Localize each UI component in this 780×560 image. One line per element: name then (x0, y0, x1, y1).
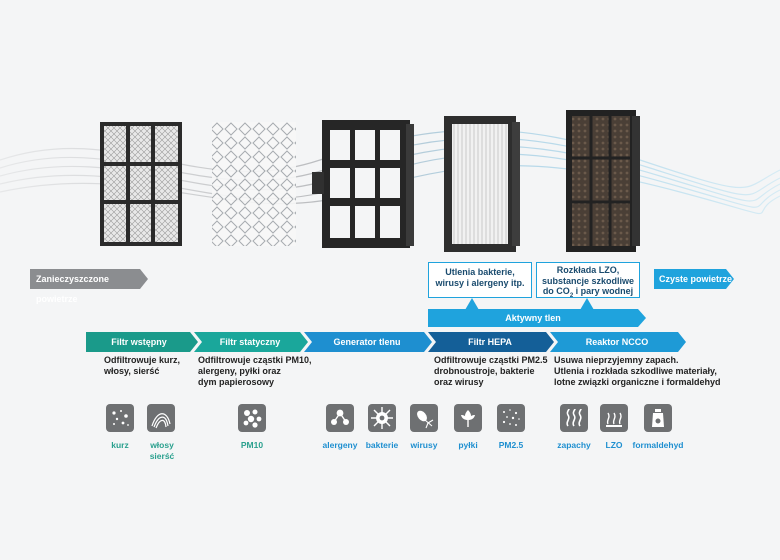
allergen-icon (326, 404, 354, 432)
stage-bar: Filtr wstępny Filtr statyczny Generator … (86, 332, 686, 352)
clean-air-label: Czyste powietrze (659, 274, 733, 284)
hepa-filter-image (444, 116, 520, 252)
desc-line: oraz wirusy (434, 377, 484, 387)
fine-particles-icon (497, 404, 525, 432)
desc-line: Usuwa nieprzyjemny zapach. (554, 355, 679, 365)
desc-line: dym papierosowy (198, 377, 275, 387)
co2-subscript: 2 (569, 292, 574, 299)
icon-label-pm25: PM2.5 (498, 440, 524, 450)
formaldehyde-icon (644, 404, 672, 432)
odor-icon (560, 404, 588, 432)
icon-label-alergeny: alergeny (322, 440, 358, 450)
hepa-oxidation-note: Utlenia bakterie, wirusy i alergeny itp. (428, 262, 532, 298)
desc-line: lotne związki organiczne i formaldehyd (554, 377, 721, 387)
dust-icon (106, 404, 134, 432)
virus-icon (410, 404, 438, 432)
hepa-oxidation-text: Utlenia bakterie, wirusy i alergeny itp. (435, 267, 525, 288)
stage-label-ncco: Reaktor NCCO (585, 337, 649, 347)
active-oxygen-arrow: Aktywny tlen (428, 309, 646, 327)
ncco-note-line3: do CO2 i pary wodnej (541, 286, 635, 301)
ncco-note-line3-post: i pary wodnej (573, 286, 634, 296)
pre-filter-image (100, 122, 182, 246)
desc-line: drobnoustroje, bakterie (434, 366, 535, 376)
active-oxygen-pointer-icon (580, 298, 594, 310)
filter-stack-illustration (0, 110, 780, 252)
active-oxygen-label: Aktywny tlen (505, 313, 561, 323)
stage-label-static-filter: Filtr statyczny (219, 337, 281, 347)
icon-label-wlosy-siersc: włosy sierść (149, 440, 175, 461)
icon-label-lzo: LZO (605, 440, 623, 450)
voc-icon (600, 404, 628, 432)
ncco-reactor-image (566, 110, 640, 252)
icon-label-formaldehyd: formaldehyd (632, 440, 684, 450)
icon-label-wirusy: wirusy (410, 440, 438, 450)
stage-desc-hepa: Odfiltrowuje cząstki PM2.5 drobnoustroje… (434, 355, 548, 388)
oxygen-generator-image (312, 120, 414, 248)
ncco-decomposition-note: Rozkłada LZO, substancje szkodliwe do CO… (536, 262, 640, 301)
particles-icon (238, 404, 266, 432)
active-oxygen-pointer-icon (465, 298, 479, 310)
icon-label-pylki: pyłki (458, 440, 478, 450)
icon-label-pm10: PM10 (240, 440, 264, 450)
stage-desc-static-filter: Odfiltrowuje cząstki PM10, alergeny, pył… (198, 355, 312, 388)
static-filter-image (212, 122, 296, 246)
hair-icon (147, 404, 175, 432)
pollen-icon (454, 404, 482, 432)
stage-label-hepa: Filtr HEPA (468, 337, 512, 347)
ncco-note-line1: Rozkłada LZO, (556, 265, 620, 275)
desc-line: Utlenia i rozkłada szkodliwe materiały, (554, 366, 717, 376)
desc-line: Odfiltrowuje cząstki PM2.5 (434, 355, 548, 365)
polluted-air-arrow: Zanieczyszczone powietrze (30, 269, 148, 304)
bacteria-icon (368, 404, 396, 432)
desc-line: alergeny, pyłki oraz (198, 366, 281, 376)
stage-label-oxygen-generator: Generator tlenu (333, 337, 401, 347)
icon-label-kurz: kurz (111, 440, 129, 450)
stage-desc-ncco: Usuwa nieprzyjemny zapach. Utlenia i roz… (554, 355, 721, 388)
stage-label-prefilter: Filtr wstępny (111, 337, 167, 347)
polluted-air-label: Zanieczyszczone powietrze (36, 274, 110, 304)
icon-label-zapachy: zapachy (557, 440, 591, 450)
desc-line: Odfiltrowuje cząstki PM10, (198, 355, 312, 365)
desc-line: Odfiltrowuje kurz, (104, 355, 181, 365)
icon-label-bakterie: bakterie (365, 440, 399, 450)
clean-air-arrow: Czyste powietrze (654, 269, 734, 289)
desc-line: włosy, sierść (104, 366, 160, 376)
ncco-note-line3-pre: do CO (542, 286, 570, 296)
stage-desc-prefilter: Odfiltrowuje kurz, włosy, sierść (104, 355, 180, 377)
ncco-note-line2: substancje szkodliwe (541, 275, 635, 286)
